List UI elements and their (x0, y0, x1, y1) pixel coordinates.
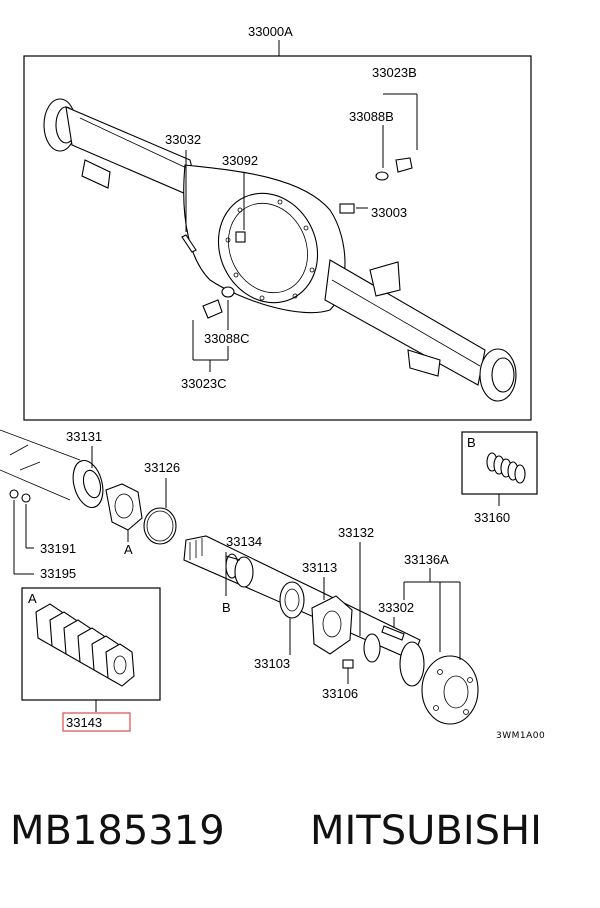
label-33023B: 33023B (372, 65, 417, 80)
mark-A-box: A (28, 591, 37, 606)
mark-A: A (124, 542, 133, 557)
mark-B-box: B (467, 435, 476, 450)
part-number: MB185319 (10, 808, 225, 854)
box-A (21, 587, 161, 701)
label-33023C: 33023C (181, 376, 227, 391)
diagram-reference: 3WM1A00 (496, 731, 545, 741)
brand-name: MITSUBISHI (310, 808, 542, 854)
mark-B: B (222, 600, 231, 615)
exploded-parts-diagram: 33000A (0, 24, 545, 741)
label-33134: 33134 (226, 534, 262, 549)
caption: MB185319 MITSUBISHI (0, 808, 600, 868)
highlight-33143 (62, 712, 131, 732)
label-33131: 33131 (66, 429, 102, 444)
label-33113: 33113 (302, 560, 337, 575)
label-33000A: 33000A (248, 24, 293, 39)
label-33132: 33132 (338, 525, 374, 540)
axle-housing-drawing (43, 98, 517, 402)
label-33003: 33003 (371, 205, 407, 220)
label-33302: 33302 (378, 600, 414, 615)
label-33088C: 33088C (204, 331, 250, 346)
leader-line (225, 555, 241, 561)
label-33088B: 33088B (349, 109, 394, 124)
label-33195: 33195 (40, 566, 76, 581)
label-33143: 33143 (66, 715, 102, 730)
label-33103: 33103 (254, 656, 290, 671)
label-33032: 33032 (165, 132, 201, 147)
label-33092: 33092 (222, 153, 258, 168)
label-33160: 33160 (474, 510, 510, 525)
label-33136A: 33136A (404, 552, 449, 567)
spring-drawing (486, 452, 526, 484)
shim-set-drawing (35, 603, 135, 687)
axle-housing-box (23, 55, 532, 421)
label-33191: 33191 (40, 541, 76, 556)
label-33106: 33106 (322, 686, 358, 701)
axle-end-drawing (0, 429, 177, 545)
label-33126: 33126 (144, 460, 180, 475)
axle-shaft-drawing (183, 535, 479, 725)
